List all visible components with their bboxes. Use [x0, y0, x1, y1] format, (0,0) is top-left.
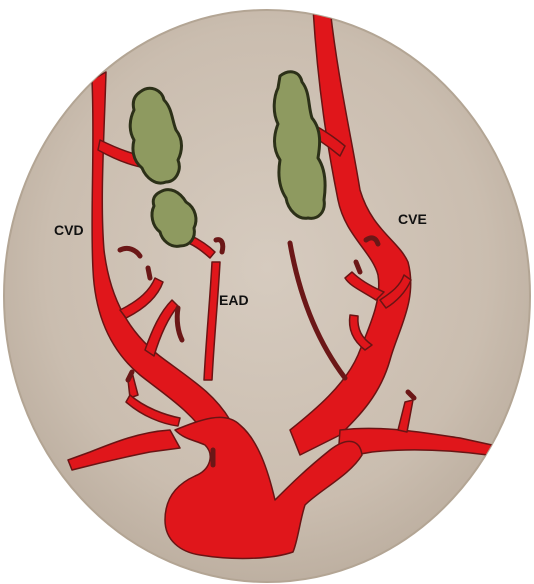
left-stub-2 — [148, 268, 150, 278]
label-cve: CVE — [398, 211, 427, 227]
label-ead: EAD — [219, 292, 249, 308]
label-cvd: CVD — [54, 222, 84, 238]
